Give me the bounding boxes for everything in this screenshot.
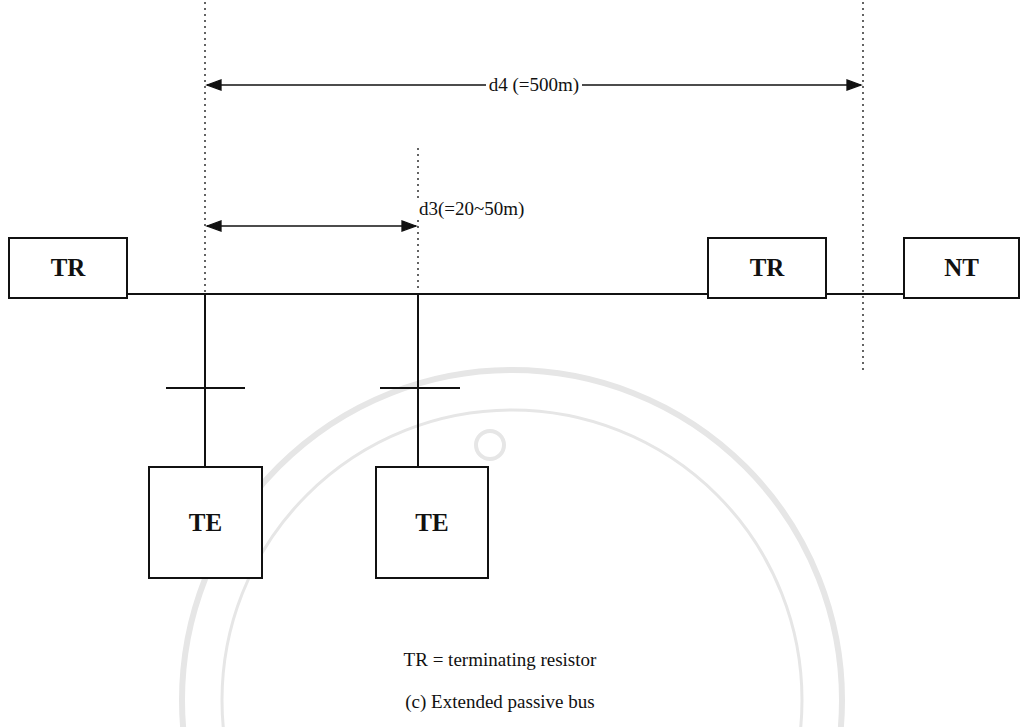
note-text: TR = terminating resistor bbox=[401, 649, 600, 671]
box-label: TE bbox=[415, 509, 448, 537]
box-label: TR bbox=[750, 254, 785, 282]
dimension-label: d3(=20~50m) bbox=[416, 198, 527, 220]
dimension-label: d4 (=500m) bbox=[486, 74, 582, 96]
dimension-lines bbox=[205, 2, 863, 410]
box-label: TE bbox=[189, 509, 222, 537]
te-stub-wires bbox=[166, 294, 460, 468]
component-box: TE bbox=[375, 466, 489, 579]
bus-wire bbox=[128, 293, 707, 295]
bus-wire bbox=[827, 293, 903, 295]
box-label: NT bbox=[944, 254, 979, 282]
figure-caption: (c) Extended passive bus bbox=[402, 691, 597, 713]
seal-watermark bbox=[182, 370, 842, 727]
component-box: NT bbox=[903, 237, 1020, 299]
box-label: TR bbox=[51, 254, 86, 282]
component-box: TR bbox=[8, 237, 128, 299]
component-box: TR bbox=[707, 237, 827, 299]
component-box: TE bbox=[148, 466, 263, 579]
